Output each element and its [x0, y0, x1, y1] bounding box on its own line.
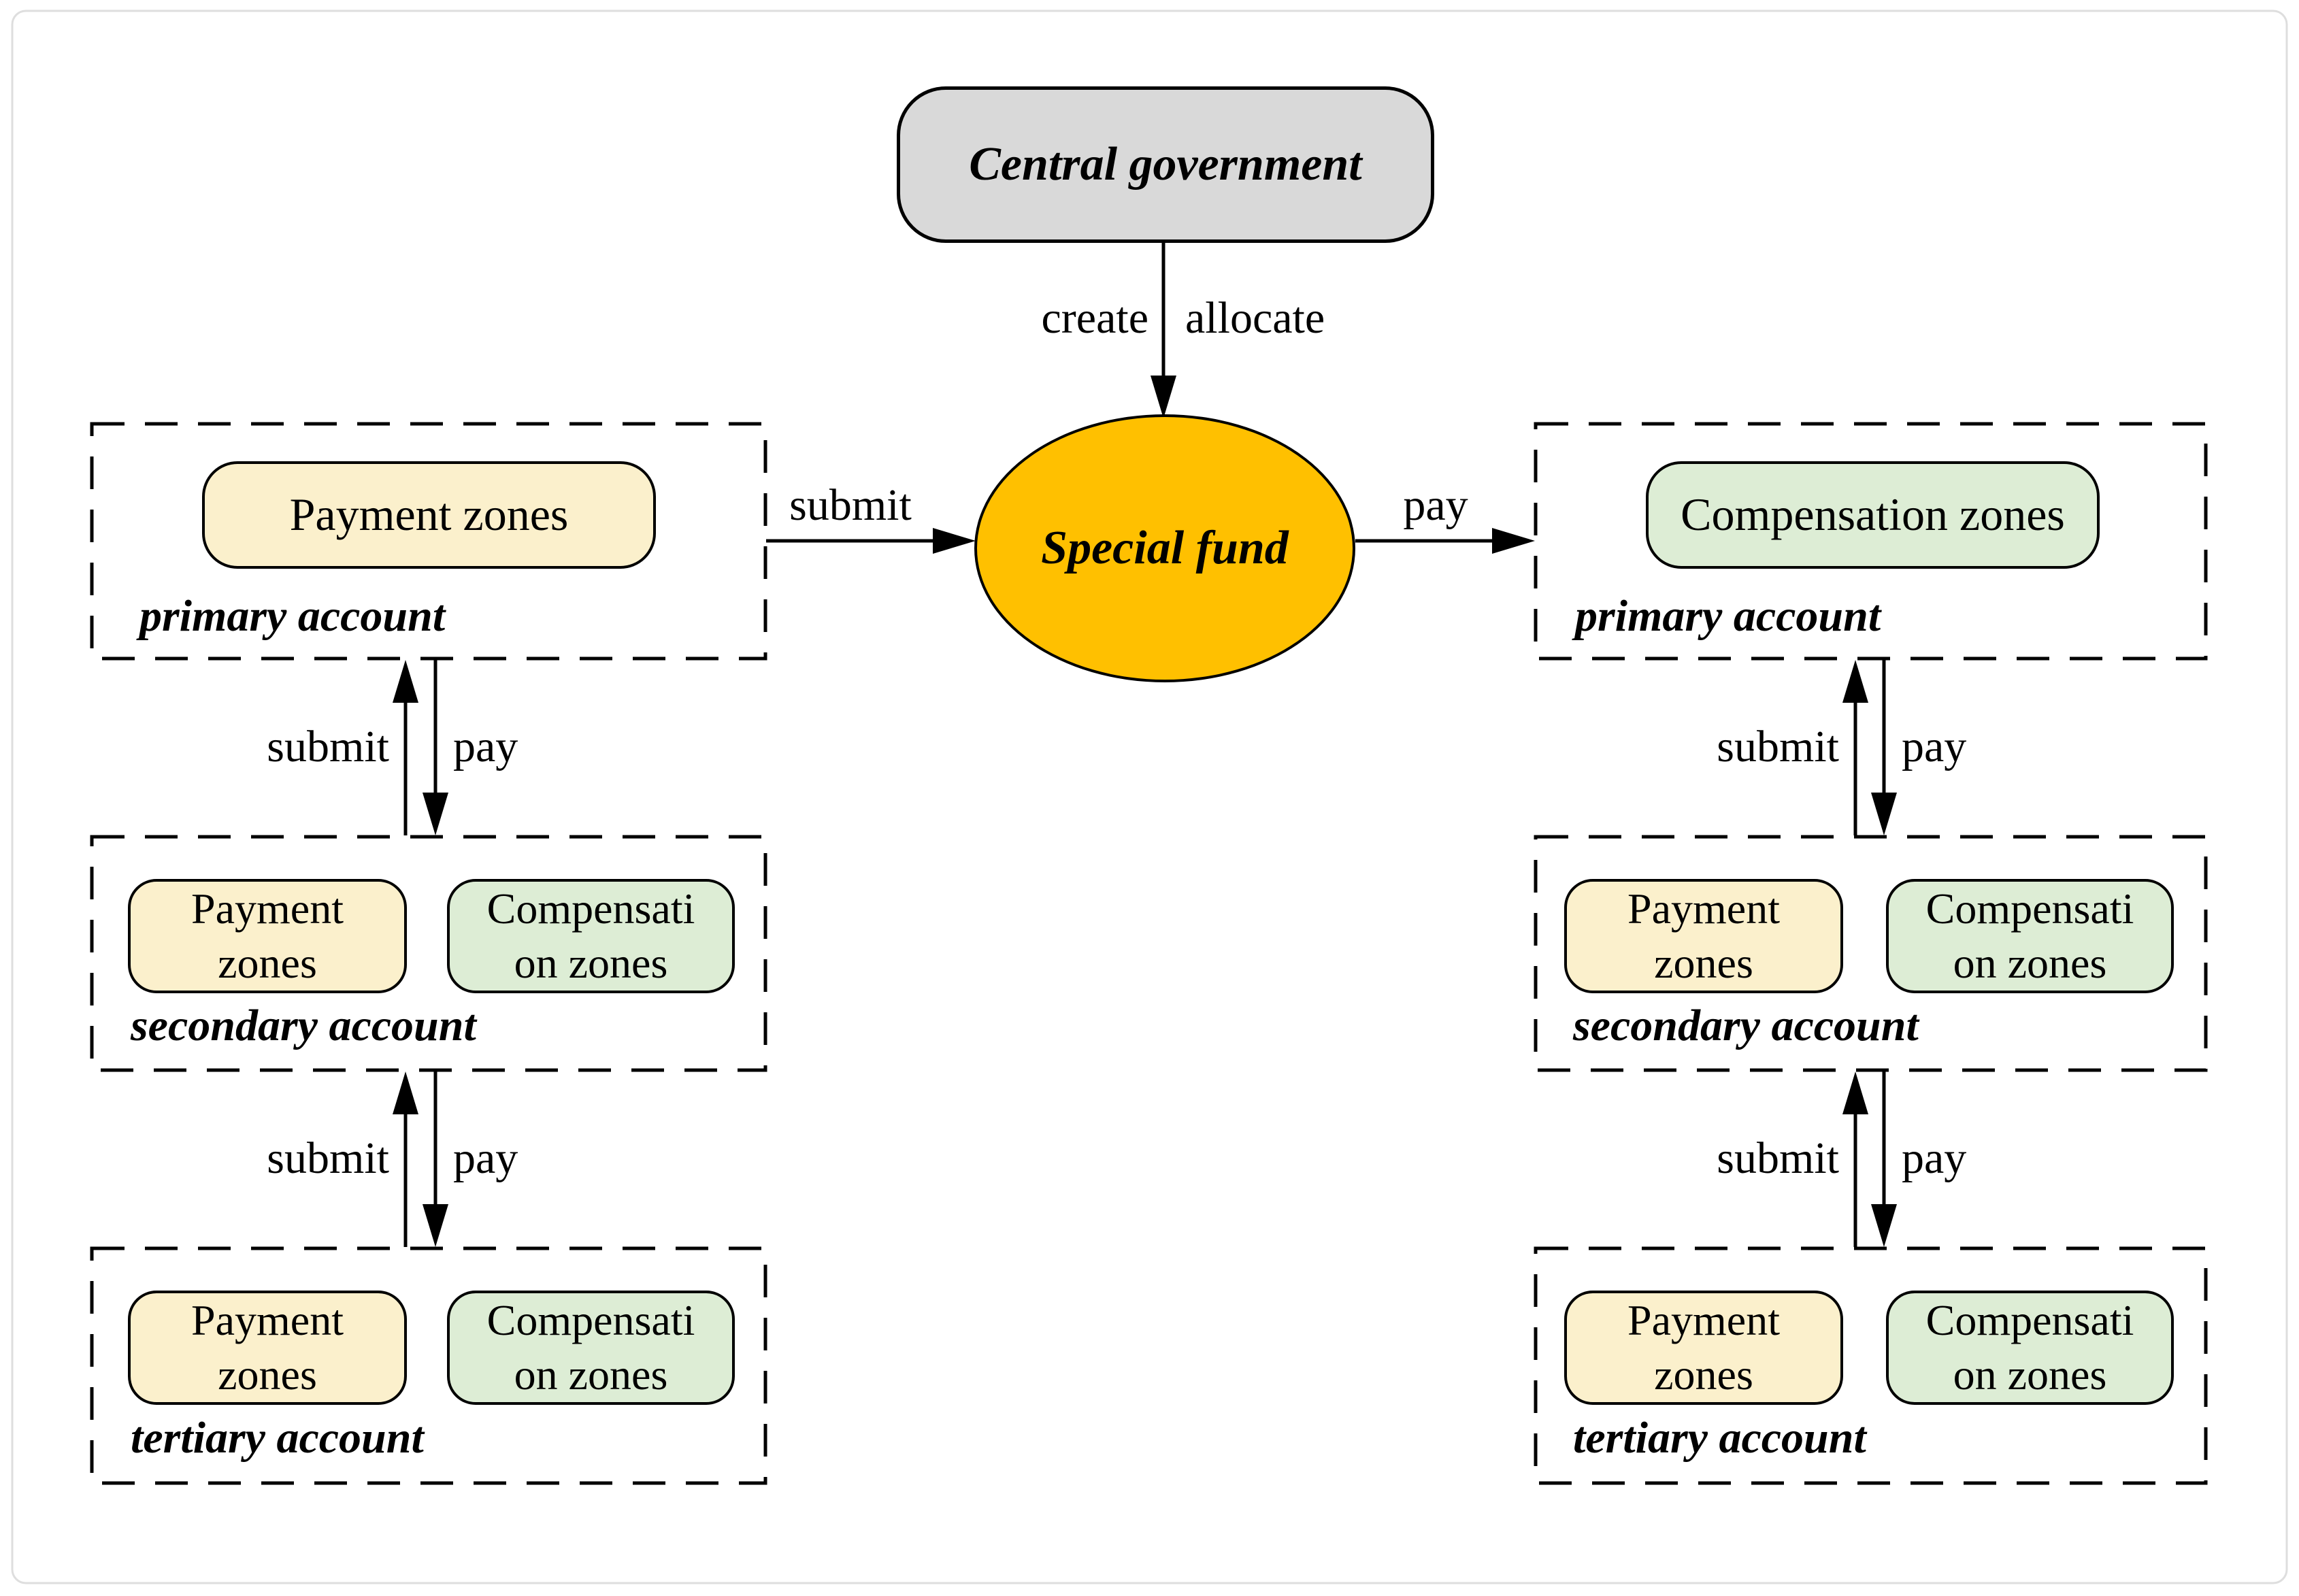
payment-zones-pill-left-tertiary: Payment zones: [128, 1291, 407, 1405]
payment-zones-label: Payment zones: [289, 488, 569, 541]
compensation-zones-line1: Compensati: [486, 1296, 695, 1344]
payment-zones-line1: Payment: [191, 1296, 344, 1344]
arrow-submit-right-lower: [1842, 1071, 1868, 1247]
payment-zones-pill-right-secondary: Payment zones: [1564, 879, 1843, 993]
compensation-zones-line1: Compensati: [486, 884, 695, 933]
page-frame: [11, 10, 2288, 1584]
compensation-zones-pill-right-primary: Compensation zones: [1646, 461, 2100, 569]
compensation-zones-line2: on zones: [1953, 939, 2107, 987]
edge-label-pay-from-fund: pay: [1403, 480, 1468, 530]
payment-zones-pill-left-primary: Payment zones: [202, 461, 656, 569]
arrow-submit-to-fund: [766, 528, 976, 554]
tertiary-account-box-right: [1534, 1246, 2208, 1485]
secondary-account-box-right: [1534, 835, 2208, 1072]
edge-label-submit-left-lower: submit: [267, 1133, 389, 1183]
primary-account-box-left: [90, 422, 767, 661]
payment-zones-line2: zones: [218, 1350, 317, 1399]
arrow-submit-right-upper: [1842, 660, 1868, 835]
arrow-pay-right-upper: [1871, 660, 1897, 835]
secondary-account-label-right: secondary account: [1573, 1001, 1919, 1050]
arrow-pay-left-upper: [423, 660, 448, 835]
special-fund-label: Special fund: [1041, 522, 1289, 574]
arrow-create-allocate: [1151, 243, 1176, 418]
secondary-account-box-left: [90, 835, 767, 1072]
compensation-zones-line1: Compensati: [1925, 884, 2134, 933]
compensation-zones-label: Compensation zones: [1681, 488, 2065, 541]
edge-label-submit-right-lower: submit: [1717, 1133, 1839, 1183]
edge-label-pay-right-lower: pay: [1902, 1133, 1967, 1183]
compensation-zones-line2: on zones: [1953, 1350, 2107, 1399]
compensation-zones-pill-right-tertiary: Compensati on zones: [1886, 1291, 2174, 1405]
arrow-pay-right-lower: [1871, 1071, 1897, 1247]
compensation-zones-pill-right-secondary: Compensati on zones: [1886, 879, 2174, 993]
payment-zones-line1: Payment: [1627, 884, 1780, 933]
edge-label-submit-to-fund: submit: [789, 480, 912, 530]
arrow-pay-left-lower: [423, 1071, 448, 1247]
payment-zones-line1: Payment: [1627, 1296, 1780, 1344]
compensation-zones-pill-left-tertiary: Compensati on zones: [447, 1291, 735, 1405]
compensation-zones-pill-left-secondary: Compensati on zones: [447, 879, 735, 993]
payment-zones-line2: zones: [218, 939, 317, 987]
arrow-pay-from-fund: [1355, 528, 1535, 554]
edge-label-pay-left-upper: pay: [453, 722, 518, 771]
compensation-zones-line1: Compensati: [1925, 1296, 2134, 1344]
primary-account-box-right: [1534, 422, 2208, 661]
secondary-account-label-left: secondary account: [131, 1001, 476, 1050]
edge-label-submit-right-upper: submit: [1717, 722, 1839, 771]
central-government-label: Central government: [969, 138, 1362, 190]
tertiary-account-box-left: [90, 1246, 767, 1485]
edge-label-pay-right-upper: pay: [1902, 722, 1967, 771]
primary-account-label-left: primary account: [139, 591, 446, 641]
edge-label-submit-left-upper: submit: [267, 722, 389, 771]
compensation-zones-line2: on zones: [514, 939, 668, 987]
compensation-zones-line2: on zones: [514, 1350, 668, 1399]
edge-label-allocate: allocate: [1185, 293, 1325, 343]
edge-label-pay-left-lower: pay: [453, 1133, 518, 1183]
primary-account-label-right: primary account: [1575, 591, 1881, 641]
arrow-submit-left-upper: [393, 660, 418, 835]
payment-zones-line2: zones: [1654, 939, 1753, 987]
central-government-node: Central government: [897, 86, 1434, 243]
payment-zones-pill-left-secondary: Payment zones: [128, 879, 407, 993]
payment-zones-line1: Payment: [191, 884, 344, 933]
edge-label-create: create: [1041, 293, 1149, 343]
tertiary-account-label-right: tertiary account: [1573, 1413, 1866, 1463]
special-fund-node: Special fund: [974, 414, 1355, 682]
payment-zones-pill-right-tertiary: Payment zones: [1564, 1291, 1843, 1405]
arrow-submit-left-lower: [393, 1071, 418, 1247]
payment-zones-line2: zones: [1654, 1350, 1753, 1399]
tertiary-account-label-left: tertiary account: [131, 1413, 424, 1463]
